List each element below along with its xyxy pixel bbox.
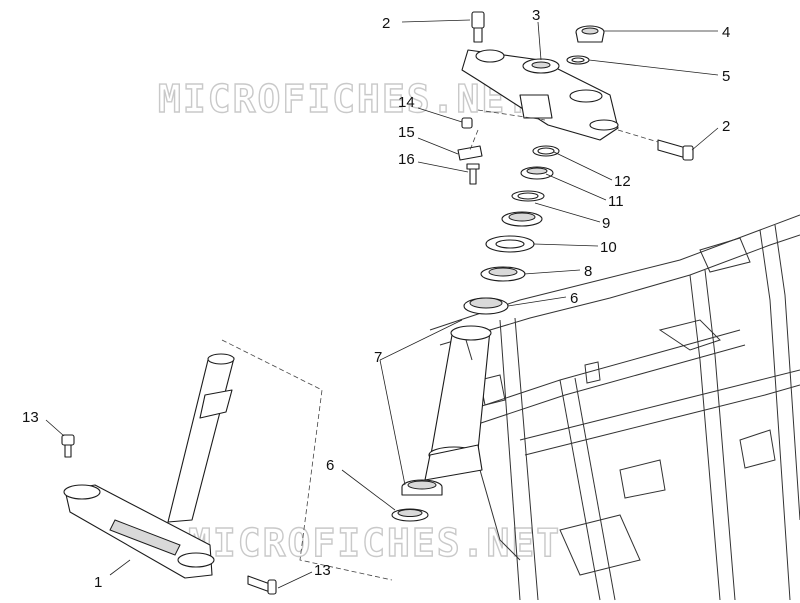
lower-bearing-6 [391, 508, 429, 522]
leader-lines [45, 19, 719, 589]
callout-14: 14 [398, 94, 415, 111]
nut-12 [532, 145, 560, 157]
callout-16: 16 [398, 151, 415, 168]
callout-10: 10 [600, 239, 617, 256]
callout-2-top: 2 [382, 15, 390, 32]
frame-chassis [429, 214, 800, 601]
callout-7: 7 [374, 349, 382, 366]
callout-4: 4 [722, 24, 730, 41]
steering-stem-1 [167, 353, 235, 523]
callout-8: 8 [584, 263, 592, 280]
assembly-guide-lower [221, 339, 393, 581]
head-tube [424, 325, 492, 481]
bolt-13-right [247, 575, 277, 595]
upper-cup-6 [463, 297, 509, 315]
bracket-15 [457, 145, 483, 161]
locknut-11 [520, 166, 554, 180]
bolt-2-right [657, 139, 694, 161]
ring-9b [511, 190, 545, 202]
callout-2-right: 2 [722, 118, 730, 135]
washer-5 [566, 55, 590, 65]
callout-1: 1 [94, 574, 102, 591]
lower-clamp-1 [63, 484, 215, 579]
callout-6-bottom: 6 [326, 457, 334, 474]
callout-13-right: 13 [314, 562, 331, 579]
callout-3: 3 [532, 7, 540, 24]
upper-triple-clamp [461, 49, 619, 141]
watermark-bottom: MICROFICHES.NET [188, 521, 561, 565]
screw-16 [466, 163, 480, 185]
callout-15: 15 [398, 124, 415, 141]
nut-14 [461, 117, 473, 129]
seal-10 [485, 235, 535, 253]
bearing-8 [480, 266, 526, 282]
bolt-2-top [471, 11, 485, 43]
callout-13-left: 13 [22, 409, 39, 426]
callout-11: 11 [608, 193, 624, 210]
callout-9: 9 [602, 215, 610, 232]
ring-9 [501, 211, 543, 227]
assembly-guide-right [617, 129, 659, 143]
callout-6-top: 6 [570, 290, 578, 307]
cap-4 [575, 25, 605, 43]
bolt-13-left [61, 434, 75, 458]
watermark-top: MICROFICHES.NET [158, 77, 531, 121]
callout-5: 5 [722, 68, 730, 85]
lower-cup-7 [401, 479, 443, 496]
callout-12: 12 [614, 173, 631, 190]
assembly-guide-upper [469, 109, 546, 151]
